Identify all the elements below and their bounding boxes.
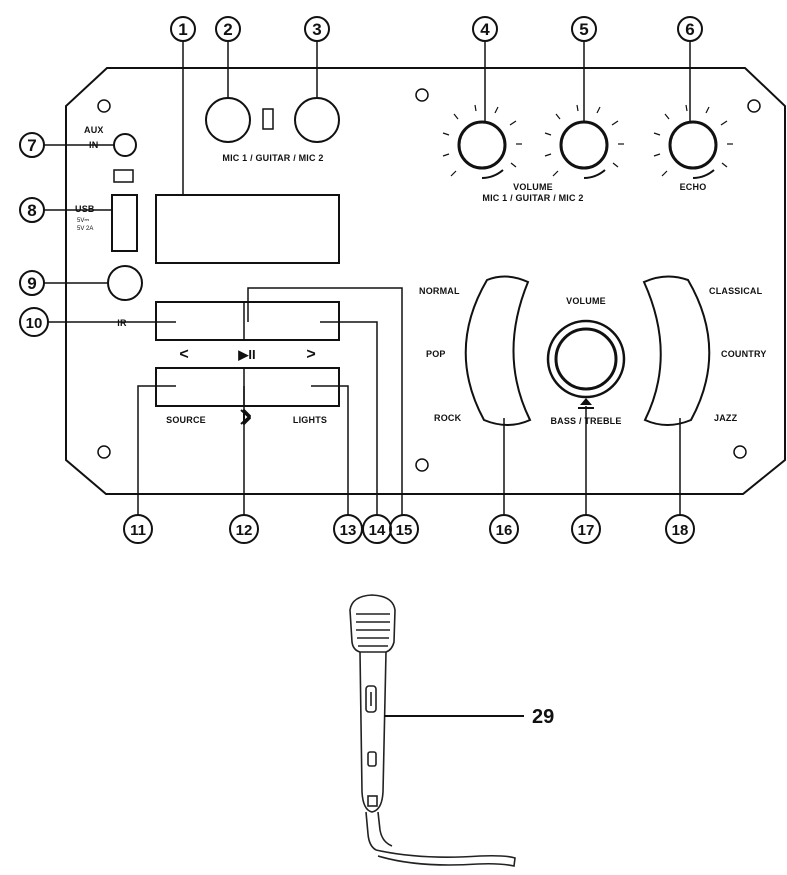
callout-5: 5	[571, 16, 597, 42]
usb-port[interactable]	[111, 194, 138, 252]
usb-spec-2: 5V 2A	[77, 226, 93, 232]
screw-bottom-mid	[415, 458, 429, 472]
svg-text:17: 17	[578, 522, 595, 539]
led-display	[155, 194, 340, 264]
svg-text:7: 7	[27, 136, 36, 155]
callout-9: 9	[19, 270, 45, 296]
svg-text:1: 1	[178, 20, 187, 39]
svg-text:15: 15	[396, 522, 413, 539]
usb-label: USB	[75, 204, 95, 214]
svg-text:18: 18	[672, 522, 689, 539]
usb-led	[113, 169, 134, 183]
eq-rock-label: ROCK	[434, 413, 462, 423]
eq-rocker-left[interactable]	[464, 275, 532, 426]
bluetooth-icon	[240, 409, 251, 425]
callout-18: 18	[665, 514, 695, 544]
mic-inputs-label: MIC 1 / GUITAR / MIC 2	[222, 153, 323, 163]
svg-text:8: 8	[27, 201, 36, 220]
callout-3: 3	[304, 16, 330, 42]
usb-spec-1: 5V⎓	[77, 218, 89, 224]
source-label: SOURCE	[166, 415, 206, 425]
ir-sensor	[107, 265, 143, 301]
svg-text:13: 13	[340, 522, 357, 539]
svg-text:9: 9	[27, 274, 36, 293]
eq-classical-label: CLASSICAL	[709, 286, 763, 296]
svg-text:11: 11	[130, 522, 146, 539]
lower-button-bar	[155, 367, 340, 407]
aux-label: AUX	[84, 125, 104, 135]
mic-volume-sublabel: MIC 1 / GUITAR / MIC 2	[482, 193, 583, 203]
aux-in-jack[interactable]	[113, 133, 137, 157]
callout-13: 13	[333, 514, 363, 544]
screw-bottom-right	[733, 445, 747, 459]
callout-6: 6	[677, 16, 703, 42]
callout-15: 15	[389, 514, 419, 544]
callout-17: 17	[571, 514, 601, 544]
svg-text:2: 2	[223, 20, 232, 39]
prev-label: <	[179, 346, 188, 363]
echo-knob[interactable]	[653, 104, 733, 179]
microphone-illustration	[349, 594, 516, 867]
svg-text:5: 5	[579, 20, 588, 39]
svg-text:12: 12	[236, 522, 253, 539]
next-label: >	[306, 346, 315, 363]
screw-top-right	[747, 99, 761, 113]
screw-top-mid	[415, 88, 429, 102]
svg-text:14: 14	[369, 522, 386, 539]
input-switch[interactable]	[262, 108, 274, 130]
screw-top-left	[97, 99, 111, 113]
callout-4: 4	[472, 16, 498, 42]
callout-7: 7	[19, 132, 45, 158]
eq-jazz-label: JAZZ	[714, 413, 738, 423]
eq-country-label: COUNTRY	[721, 349, 767, 359]
master-volume-label: VOLUME	[566, 296, 606, 306]
screw-bottom-left	[97, 445, 111, 459]
callout-11: 11	[123, 514, 153, 544]
callout-12: 12	[229, 514, 259, 544]
svg-text:6: 6	[685, 20, 694, 39]
eq-rocker-right[interactable]	[642, 275, 711, 426]
callout-leaders	[44, 40, 691, 515]
mic-volume-label: VOLUME	[513, 182, 553, 192]
callout-8: 8	[19, 197, 45, 223]
mic-volume-knob-1[interactable]	[442, 104, 522, 179]
callout-10: 10	[19, 307, 49, 337]
svg-text:4: 4	[480, 20, 490, 39]
callout-14: 14	[362, 514, 392, 544]
callout-1: 1	[170, 16, 196, 42]
echo-label: ECHO	[680, 182, 707, 192]
eq-pop-label: POP	[426, 349, 446, 359]
svg-text:3: 3	[312, 20, 321, 39]
eq-normal-label: NORMAL	[419, 286, 460, 296]
ir-label: IR	[117, 318, 127, 328]
master-volume-knob[interactable]	[546, 319, 626, 399]
lights-label: LIGHTS	[293, 415, 327, 425]
callout-16: 16	[489, 514, 519, 544]
callout-2: 2	[215, 16, 241, 42]
svg-text:10: 10	[26, 315, 43, 332]
mic1-jack[interactable]	[205, 97, 251, 143]
mic2-jack[interactable]	[294, 97, 340, 143]
play-pause-label: ▶II	[237, 347, 255, 362]
panel-outline	[65, 67, 786, 495]
svg-text:16: 16	[496, 522, 513, 539]
microphone-ref-number: 29	[532, 706, 554, 728]
